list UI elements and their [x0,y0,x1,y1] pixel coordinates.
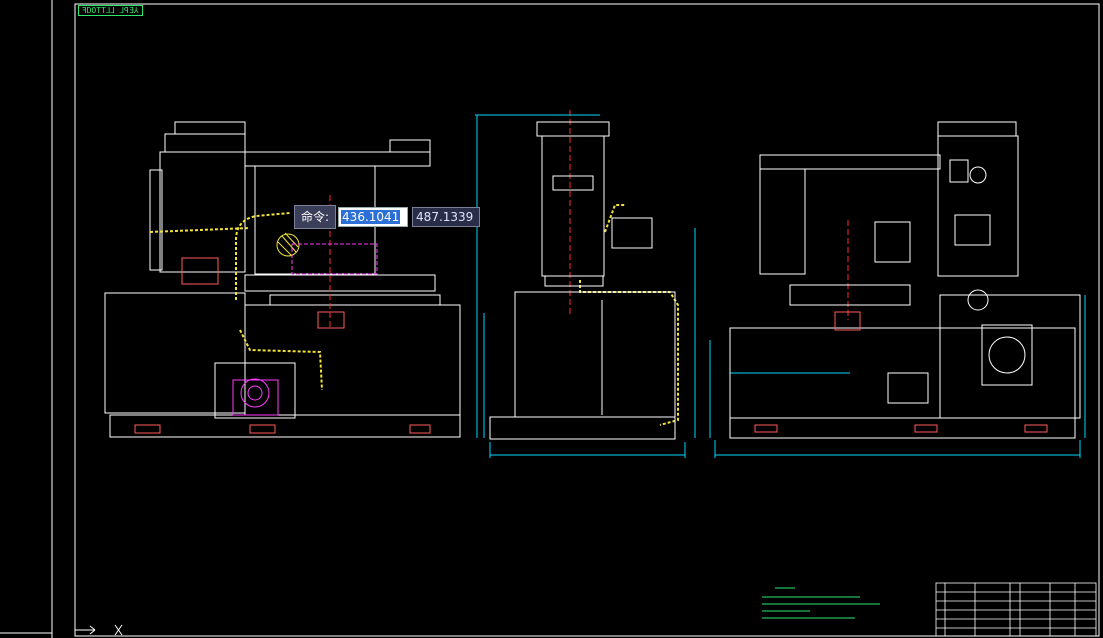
front-view [104,121,461,438]
x-coordinate-input[interactable]: 436.1041 [338,207,409,227]
title-block [935,582,1097,637]
side-view [489,121,676,440]
ucs-icon [75,624,123,636]
dimension-lines [475,114,1086,458]
drawing-title-tag: ꟻDOTT⅃⅃ ⅃ꟼƎ⅄ [78,5,143,16]
center-lines [291,110,849,330]
technical-notes [762,587,880,619]
y-coordinate-input[interactable]: 487.1339 [412,207,481,227]
dynamic-input-tooltip[interactable]: 命令: 436.1041 487.1339 [294,205,481,229]
command-label: 命令: [294,205,337,229]
hatch-lines [149,204,679,426]
gear-motor [232,378,279,416]
rear-view [729,121,1081,439]
